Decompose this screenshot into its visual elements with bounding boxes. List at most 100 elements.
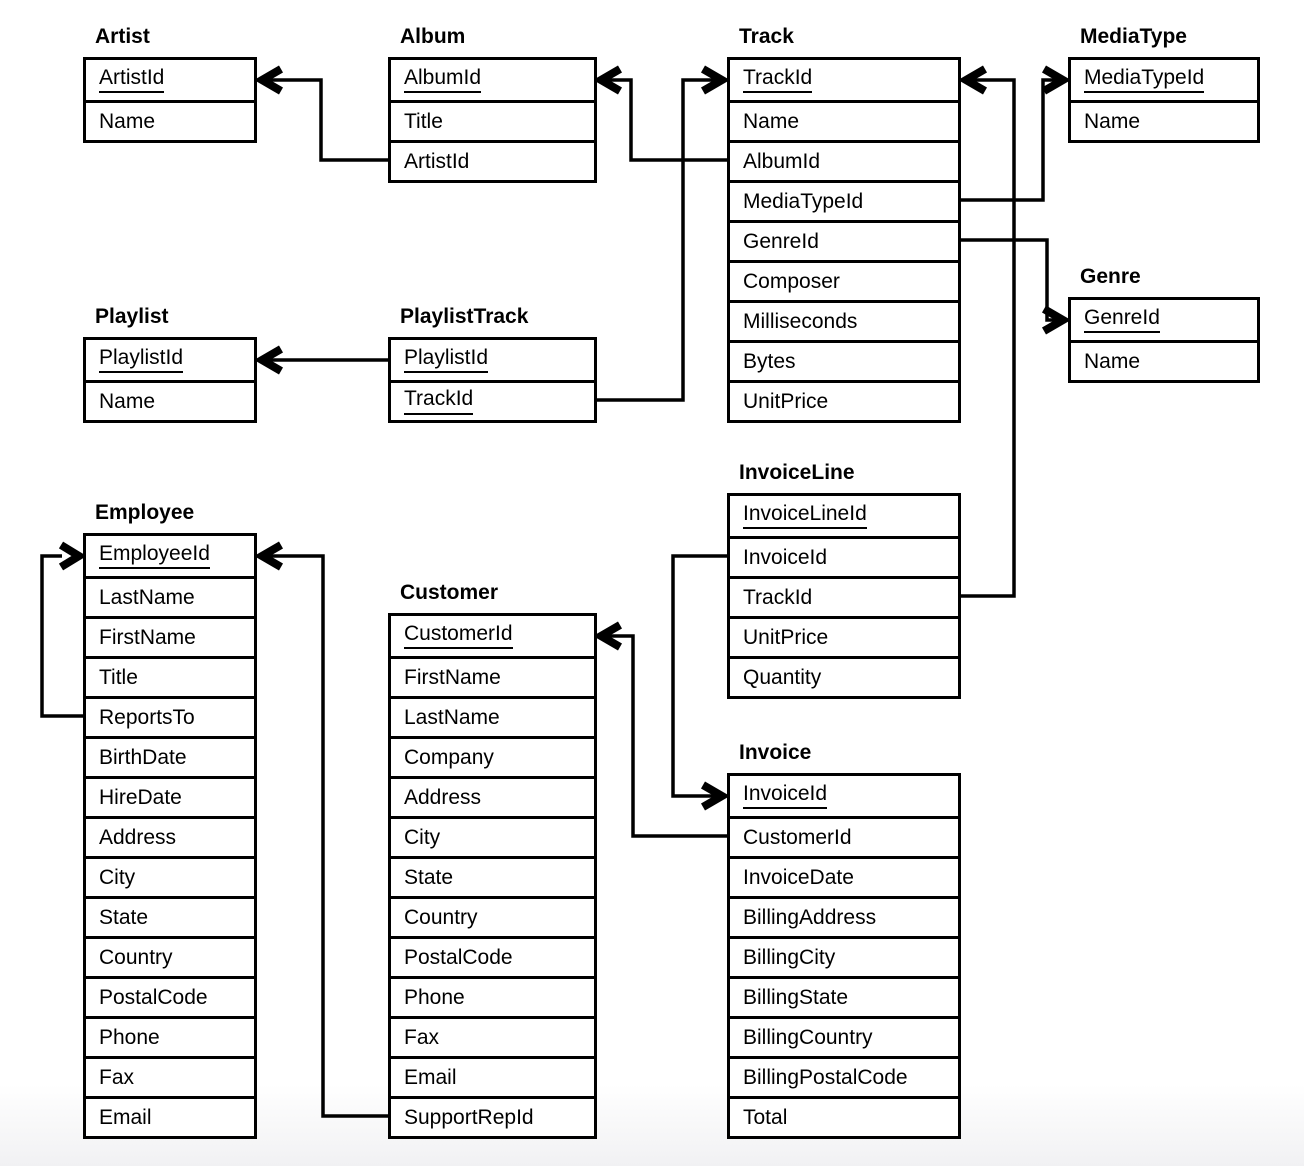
field-label: Milliseconds	[743, 309, 858, 333]
connector-track-mediatype	[961, 65, 1071, 202]
field-label: BillingState	[743, 985, 849, 1009]
field-label: CustomerId	[743, 825, 852, 849]
arrowhead-left-icon	[958, 65, 988, 95]
field-row-country: Country	[391, 896, 594, 936]
field-label: InvoiceId	[743, 545, 828, 569]
table-title: Playlist	[95, 305, 169, 328]
field-row-trackid: TrackId	[730, 60, 958, 100]
field-row-state: State	[391, 856, 594, 896]
field-label: Quantity	[743, 665, 822, 689]
arrowhead-left-icon	[254, 345, 284, 375]
field-row-email: Email	[86, 1096, 254, 1136]
field-label: BillingCountry	[743, 1025, 873, 1049]
arrowhead-right-icon	[700, 65, 730, 95]
field-row-title: Title	[86, 656, 254, 696]
field-label: LastName	[99, 585, 195, 609]
field-label: PostalCode	[404, 945, 513, 969]
field-row-title: Title	[391, 100, 594, 140]
field-row-billingcity: BillingCity	[730, 936, 958, 976]
field-row-reportsto: ReportsTo	[86, 696, 254, 736]
connector-track-album	[593, 65, 727, 162]
field-row-postalcode: PostalCode	[391, 936, 594, 976]
table-title: InvoiceLine	[739, 461, 855, 484]
field-row-invoiceid: InvoiceId	[730, 776, 958, 816]
field-label: UnitPrice	[743, 625, 829, 649]
field-label: Title	[99, 665, 138, 689]
field-row-supportrepid: SupportRepId	[391, 1096, 594, 1136]
field-row-name: Name	[86, 100, 254, 140]
field-label: Email	[404, 1065, 457, 1089]
field-label: Title	[404, 109, 443, 133]
field-label: BillingAddress	[743, 905, 877, 929]
primary-key-field-label: TrackId	[404, 388, 474, 415]
connector-playlisttrack-track	[596, 65, 730, 402]
arrowhead-left-icon	[593, 621, 623, 651]
field-row-birthdate: BirthDate	[86, 736, 254, 776]
arrowhead-left-icon	[593, 65, 623, 95]
field-row-playlistid: PlaylistId	[86, 340, 254, 380]
field-row-city: City	[86, 856, 254, 896]
primary-key-field-label: PlaylistId	[99, 346, 184, 374]
field-label: Composer	[743, 269, 840, 293]
field-label: GenreId	[743, 229, 819, 253]
primary-key-field-label: ArtistId	[99, 66, 165, 94]
connector-track-genre	[961, 238, 1071, 335]
connector-album-artist	[254, 65, 388, 162]
field-row-milliseconds: Milliseconds	[730, 300, 958, 340]
field-row-billingcountry: BillingCountry	[730, 1016, 958, 1056]
field-row-hiredate: HireDate	[86, 776, 254, 816]
field-row-name: Name	[86, 380, 254, 420]
field-label: UnitPrice	[743, 389, 829, 413]
field-row-unitprice: UnitPrice	[730, 380, 958, 420]
field-row-trackid: TrackId	[391, 380, 594, 420]
field-label: AlbumId	[743, 149, 821, 173]
table-title: Track	[739, 25, 794, 48]
field-row-composer: Composer	[730, 260, 958, 300]
primary-key-field-label: MediaTypeId	[1084, 66, 1205, 94]
field-row-postalcode: PostalCode	[86, 976, 254, 1016]
field-row-lastname: LastName	[86, 576, 254, 616]
field-label: TrackId	[743, 585, 813, 609]
field-row-phone: Phone	[391, 976, 594, 1016]
table-title: MediaType	[1080, 25, 1187, 48]
arrowhead-right-icon	[1041, 65, 1071, 95]
field-row-address: Address	[391, 776, 594, 816]
table-title: Album	[400, 25, 466, 48]
field-row-firstname: FirstName	[391, 656, 594, 696]
field-label: ArtistId	[404, 149, 470, 173]
field-row-albumid: AlbumId	[391, 60, 594, 100]
field-row-genreid: GenreId	[1071, 300, 1257, 340]
field-label: HireDate	[99, 785, 182, 809]
field-row-bytes: Bytes	[730, 340, 958, 380]
field-label: Country	[404, 905, 478, 929]
field-row-artistid: ArtistId	[86, 60, 254, 100]
field-label: Fax	[99, 1065, 135, 1089]
field-label: FirstName	[404, 665, 501, 689]
table-title: Artist	[95, 25, 150, 48]
table-title: Genre	[1080, 265, 1141, 288]
field-label: Name	[1084, 109, 1141, 133]
field-row-playlistid: PlaylistId	[391, 340, 594, 380]
field-label: Name	[1084, 349, 1141, 373]
arrowhead-left-icon	[254, 541, 284, 571]
field-row-firstname: FirstName	[86, 616, 254, 656]
connector-invoiceline-invoice	[671, 554, 730, 811]
